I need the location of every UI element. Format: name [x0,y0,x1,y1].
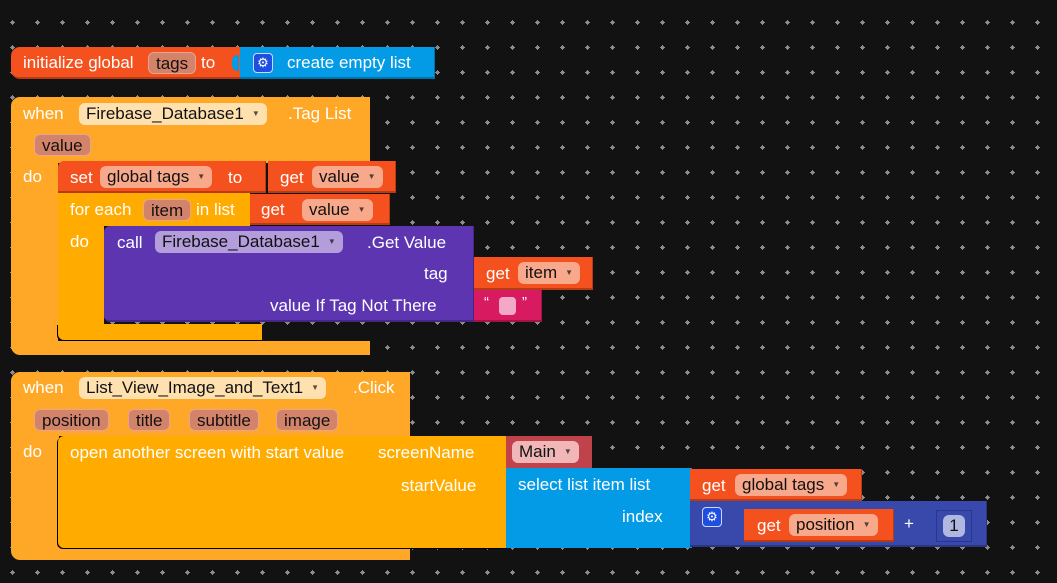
open-another-screen-block[interactable]: open another screen with start value scr… [58,436,508,548]
create-empty-list-label: create empty list [287,53,411,72]
param-subtitle[interactable]: subtitle [189,409,259,431]
item-var-field[interactable]: item [143,199,192,221]
value-if-not-there-label: value If Tag Not There [270,296,437,315]
index-label: index [622,507,663,526]
for-each-label: for each [70,200,132,219]
do-label: do [23,167,42,186]
create-empty-list-block[interactable]: ⚙ create empty list [240,47,435,79]
event-name-label: .Click [353,378,395,397]
get-var-dropdown[interactable]: item [518,262,581,284]
to-label: to [228,168,243,187]
screen-name-block[interactable]: Main [506,436,592,468]
param-value[interactable]: value [34,134,91,156]
do-label: do [23,442,42,461]
get-label: get [280,168,304,187]
get-var-dropdown[interactable]: value [312,166,383,188]
call-label: call [117,233,143,252]
tag-arg-label: tag [424,264,448,283]
param-position[interactable]: position [34,409,109,431]
when-tag-list-event-block[interactable]: when Firebase_Database1 .Tag List value [11,97,370,163]
when-list-view-click-event-block[interactable]: when List_View_Image_and_Text1 .Click po… [11,372,410,436]
start-value-label: startValue [401,476,477,495]
component-dropdown[interactable]: List_View_Image_and_Text1 [79,377,326,399]
do-label: do [70,232,89,251]
get-var-dropdown[interactable]: global tags [735,474,848,496]
event-name-label: .Tag List [288,104,352,123]
param-image[interactable]: image [276,409,339,431]
get-label: get [702,476,726,495]
global-var-dropdown[interactable]: global tags [100,166,213,188]
initialize-global-block[interactable]: initialize global tags to [11,47,241,79]
for-each-bottom [58,324,262,340]
gear-icon[interactable]: ⚙ [702,507,722,527]
event1-bottom [11,341,370,355]
in-list-label: in list [196,200,235,219]
get-item-block[interactable]: get item [474,257,593,290]
get-var-dropdown[interactable]: value [302,199,373,221]
get-global-tags-block[interactable]: get global tags [690,469,862,501]
text-value-field[interactable] [499,297,516,315]
set-label: set [70,168,93,187]
empty-text-block[interactable]: “ ” [474,290,542,322]
component-dropdown[interactable]: Firebase_Database1 [79,103,267,125]
number-socket: 1 [936,510,972,542]
number-field[interactable]: 1 [943,515,965,537]
plus-operator: + [904,514,914,533]
method-label: .Get Value [367,233,447,252]
open-quote: “ [484,294,489,311]
get-position-block[interactable]: get position [744,509,894,542]
gear-icon[interactable]: ⚙ [253,53,273,73]
get-value-block-2[interactable]: get value [250,194,390,225]
global-var-name-field[interactable]: tags [148,52,197,74]
screen-dropdown[interactable]: Main [512,441,579,463]
select-list-item-block[interactable]: select list item list index [506,468,692,548]
for-each-rail [58,226,104,324]
event2-left-rail [11,436,59,546]
event1-left-rail [11,163,58,341]
get-label: get [486,264,510,283]
select-list-item-label: select list item list [518,475,651,494]
event2-bottom [11,546,410,560]
value-socket [232,55,239,71]
param-title[interactable]: title [128,409,171,431]
get-var-dropdown[interactable]: position [789,514,878,536]
for-each-block[interactable]: for each item in list [58,193,250,226]
screen-name-label: screenName [378,443,475,462]
set-global-block[interactable]: set global tags to [58,161,266,193]
get-label: get [757,516,781,535]
close-quote: ” [522,294,527,311]
call-get-value-block[interactable]: call Firebase_Database1 .Get Value tag v… [104,226,474,322]
to-label: to [201,53,216,72]
when-label: when [23,378,64,397]
when-label: when [23,104,64,123]
get-label: get [261,200,285,219]
open-screen-label: open another screen with start value [70,443,345,462]
component-dropdown[interactable]: Firebase_Database1 [155,231,343,253]
initialize-global-label: initialize global [23,53,134,72]
get-value-block[interactable]: get value [268,161,396,193]
